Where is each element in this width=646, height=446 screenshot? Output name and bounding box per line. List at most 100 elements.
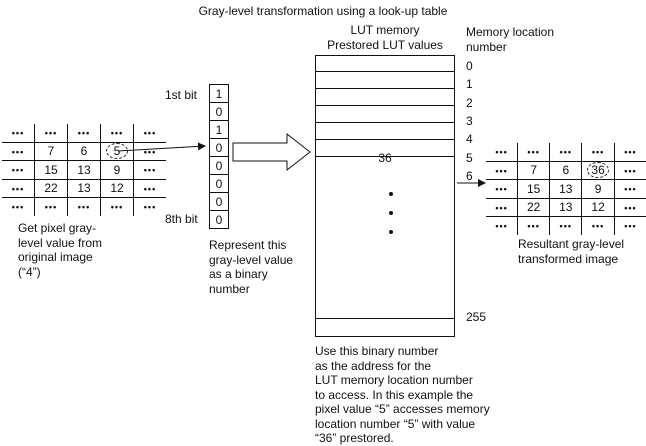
cell-value: ••• (559, 221, 572, 232)
cell-value: ••• (624, 221, 637, 232)
grid-cell: ••• (2, 141, 35, 161)
cell-value: ••• (527, 147, 540, 158)
caption-line: level value from (18, 235, 103, 250)
lut-row-divider (316, 105, 454, 106)
cell-value: 22 (44, 181, 58, 196)
grid-cell: ••• (34, 124, 68, 142)
memory-location-3: 3 (466, 114, 473, 128)
caption-line: as the address for the (315, 358, 432, 373)
grid-cell: 13 (67, 178, 101, 198)
cell-value: 12 (110, 181, 124, 196)
cell-value: 22 (526, 200, 541, 215)
grid-cell: ••• (486, 197, 518, 217)
cell-value: ••• (11, 146, 25, 157)
cell-value: ••• (624, 202, 637, 213)
memory-location-header-line1: Memory location (466, 25, 555, 39)
cell-value: ••• (624, 165, 637, 176)
continuation-dot (389, 192, 393, 196)
grid-cell: ••• (67, 124, 101, 142)
cell-value: ••• (77, 202, 91, 213)
grid-cell: 22 (517, 197, 550, 217)
block-arrow-to-lut (232, 132, 311, 172)
cell-value: 13 (77, 181, 91, 196)
grid-cell: ••• (133, 160, 166, 179)
grid-cell: ••• (100, 197, 134, 216)
lut-row-divider (316, 122, 454, 123)
caption-line: location number “5” with value (315, 416, 476, 431)
highlighted-pixel-value: 5 (106, 143, 128, 160)
grid-cell: 22 (34, 178, 68, 198)
grid-cell: ••• (2, 124, 35, 142)
grid-cell: ••• (549, 216, 582, 235)
caption-line: (“4”) (18, 264, 41, 279)
memory-location-0: 0 (466, 59, 473, 73)
cell-value: ••• (559, 147, 572, 158)
grid-row: ••• 22 13 12 ••• (2, 178, 166, 198)
grid-cell: 6 (67, 141, 101, 161)
address-caption: Use this binary number as the address fo… (315, 344, 490, 446)
cell-value: ••• (143, 128, 157, 139)
cell-value: 15 (44, 162, 58, 177)
grid-cell: ••• (613, 197, 646, 217)
lut-prestored-value: 36 (378, 151, 392, 165)
cell-value: 13 (559, 200, 573, 215)
caption-line: pixel value “5” accesses memory (315, 402, 490, 416)
cell-value: ••• (495, 221, 508, 232)
grid-cell: ••• (2, 178, 35, 198)
caption-line: Represent this (209, 238, 287, 252)
grid-cell: 7 (517, 160, 550, 180)
grid-cell: ••• (34, 197, 68, 216)
cell-value: 6 (562, 163, 570, 178)
pixel-to-bits-arrow (117, 142, 206, 152)
grid-cell: ••• (486, 143, 518, 161)
cell-value: ••• (143, 165, 157, 176)
grid-cell: 13 (549, 197, 582, 217)
grid-cell: ••• (613, 216, 646, 235)
caption-line: to access. In this example the (315, 387, 474, 402)
bit-cell: 0 (209, 174, 229, 193)
grid-row: ••••••••••••••• (2, 197, 166, 216)
caption-line: original image (18, 250, 93, 264)
memory-location-255: 255 (466, 310, 487, 324)
caption-line: Get pixel gray- (18, 221, 97, 235)
cell-value: ••• (143, 183, 157, 194)
memory-location-header-line2: number (466, 40, 507, 54)
grid-cell: 12 (581, 197, 615, 217)
cell-value: ••• (495, 202, 508, 213)
continuation-dot (389, 230, 393, 234)
grid-row: ••• 22 13 12 ••• (486, 197, 646, 217)
grid-cell: ••• (133, 197, 166, 216)
caption-line: number (209, 281, 250, 296)
lut-row-divider (316, 88, 454, 89)
cell-value: ••• (591, 221, 605, 232)
caption-line: LUT memory location number (315, 373, 473, 387)
grid-row: ••••••••••••••• (486, 143, 646, 161)
memory-location-4: 4 (466, 132, 473, 146)
first-bit-label: 1st bit (165, 88, 198, 102)
lut-memory-box: 36 (315, 55, 455, 337)
grid-cell: 7 (34, 141, 68, 161)
bit-cell: 0 (209, 210, 229, 229)
cell-value: ••• (143, 202, 157, 213)
grid-cell: 13 (549, 179, 582, 198)
cell-value: ••• (527, 221, 540, 232)
cell-value: 7 (530, 163, 537, 178)
lut-row-divider (316, 139, 454, 140)
grid-cell: ••• (133, 141, 166, 161)
grid-cell: ••• (581, 216, 615, 235)
grid-cell: ••• (613, 160, 646, 180)
caption-line: as a binary (209, 267, 268, 281)
grid-row: ••••••••••••••• (2, 124, 166, 142)
cell-value: ••• (495, 165, 508, 176)
cell-value: ••• (495, 147, 508, 158)
cell-value: ••• (11, 183, 25, 194)
cell-value: ••• (624, 147, 637, 158)
caption-line: transformed image (518, 251, 619, 266)
memory-location-6: 6 (466, 169, 473, 183)
